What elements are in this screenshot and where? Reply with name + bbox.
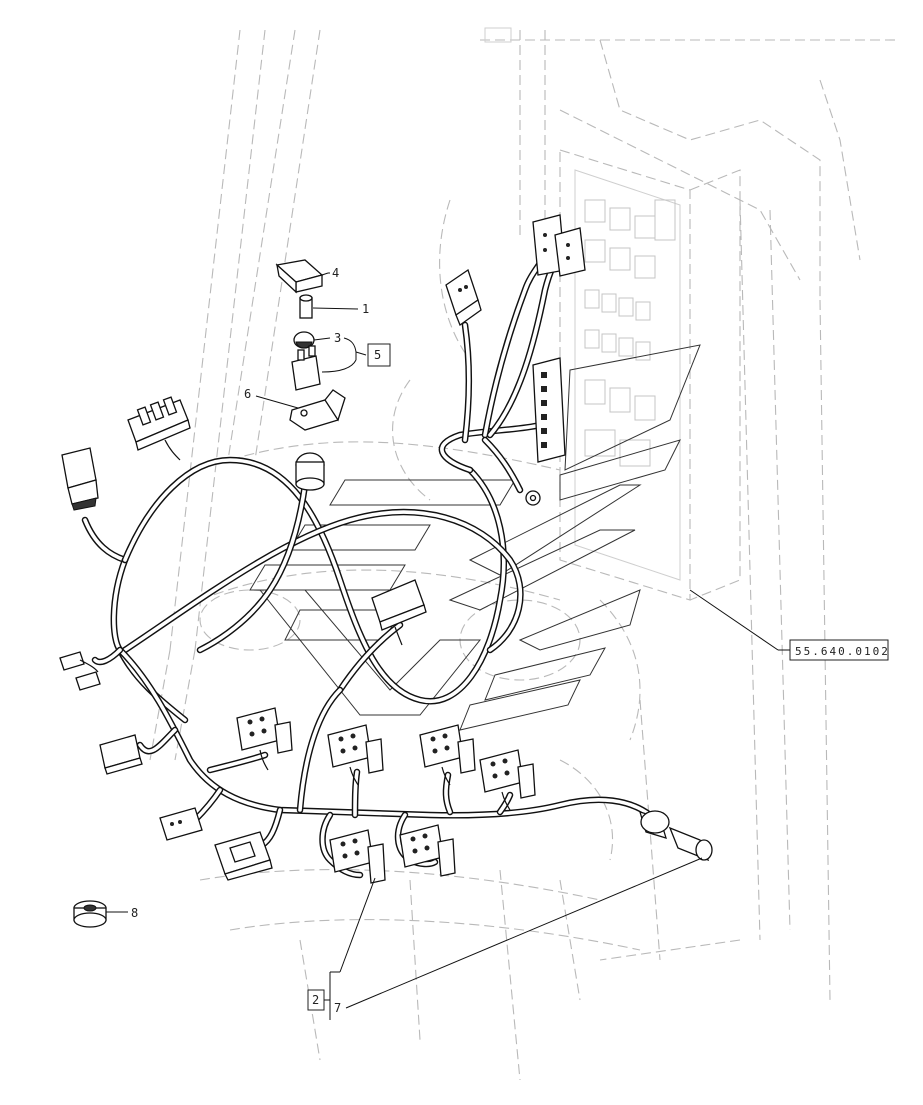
connector-right-tall <box>532 357 566 463</box>
part-6-bracket <box>289 389 346 431</box>
relay-connector-6 <box>399 824 456 877</box>
callouts: 4 1 3 5 6 8 2 7 55.640.0102 <box>106 266 890 1020</box>
connector-center-multi <box>371 579 427 646</box>
connector-left-terminals <box>59 651 101 691</box>
connector-top-right-double <box>532 214 586 277</box>
connector-left-inline <box>61 447 99 511</box>
relay-connector-1 <box>236 707 293 771</box>
ring-terminal <box>525 490 541 506</box>
connector-lower-left-small <box>159 807 203 841</box>
relay-connector-4 <box>479 749 536 811</box>
connector-bulb-holder <box>295 452 325 491</box>
callout-4: 4 <box>332 266 339 280</box>
connector-left-rect <box>99 734 143 775</box>
callout-7: 7 <box>334 1001 341 1015</box>
callout-1: 1 <box>362 302 369 316</box>
callout-2-box: 2 <box>312 993 319 1007</box>
part-3-bulb <box>293 331 315 349</box>
relay-connector-2 <box>327 724 384 786</box>
connector-top-inline <box>445 268 482 327</box>
main-wiring-harness <box>81 251 654 879</box>
callout-8: 8 <box>131 906 138 920</box>
part-8-grommet <box>73 900 107 928</box>
emblem-watermark <box>249 344 701 731</box>
fuse-relay-panel <box>584 199 676 467</box>
relay-connector-5 <box>329 829 386 884</box>
part-bulb-holder <box>291 345 321 391</box>
connector-right-end-plug <box>639 810 713 862</box>
callout-3: 3 <box>334 331 341 345</box>
part-4-switch-cover <box>275 259 324 294</box>
reference-number-box: 55.640.0102 <box>795 645 890 658</box>
connector-lower-left-plug <box>214 831 273 881</box>
background-structure <box>149 27 900 1081</box>
connector-upper-left-multi <box>127 396 191 461</box>
loose-parts <box>73 259 346 928</box>
part-1-sleeve <box>299 294 313 319</box>
callout-5-box: 5 <box>374 348 381 362</box>
relay-connector-3 <box>419 724 476 786</box>
callout-6: 6 <box>244 387 251 401</box>
harness-connectors <box>59 214 713 884</box>
